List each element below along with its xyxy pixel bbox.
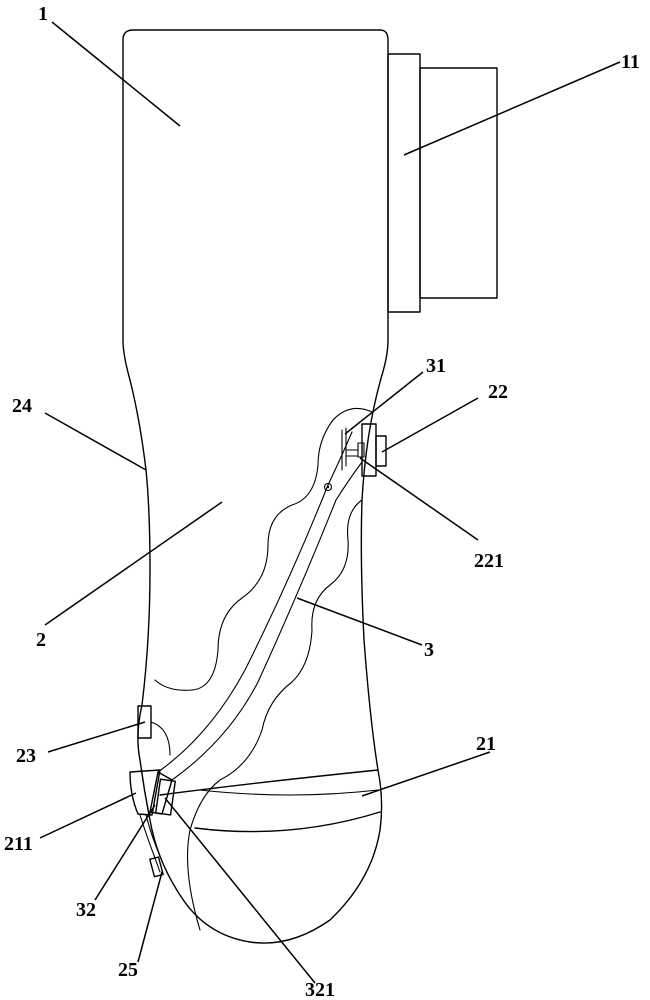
leader-321 <box>164 797 316 984</box>
leader-2 <box>44 501 223 626</box>
leader-1 <box>51 21 181 127</box>
lever-arm-inner <box>171 461 363 781</box>
label-21: 21 <box>476 733 496 755</box>
leader-21 <box>361 751 491 797</box>
label-211: 211 <box>4 833 33 855</box>
leader-32 <box>94 804 156 901</box>
label-31: 31 <box>426 355 446 377</box>
label-221: 221 <box>474 550 504 572</box>
switch-button <box>375 435 387 467</box>
band-lower-curve <box>199 789 379 796</box>
connector-inner-block <box>387 53 421 313</box>
pivot-pin <box>323 482 333 492</box>
label-24: 24 <box>12 395 32 417</box>
housing-outline <box>122 29 389 944</box>
leader-3 <box>296 597 423 646</box>
cutaway-wave-right <box>187 499 363 931</box>
label-22: 22 <box>488 381 508 403</box>
label-23: 23 <box>16 745 36 767</box>
arm-top-bracket <box>341 427 347 471</box>
band-top-edge <box>159 769 379 796</box>
leader-211 <box>39 792 137 839</box>
label-32: 32 <box>76 899 96 921</box>
leader-25 <box>137 871 163 963</box>
band-bottom-edge <box>194 811 381 833</box>
switch-link <box>345 449 359 457</box>
component-23-wire <box>150 721 171 756</box>
leader-221 <box>359 457 479 541</box>
lever-arm-outer <box>157 431 353 773</box>
leader-22 <box>381 397 479 453</box>
pivot-pin-center <box>326 485 330 489</box>
label-1: 1 <box>38 3 48 25</box>
catch-321 <box>155 778 176 816</box>
leader-24 <box>44 412 147 471</box>
label-2: 2 <box>36 629 46 651</box>
label-321: 321 <box>305 979 335 1000</box>
leader-11 <box>403 61 621 156</box>
cutaway-wave-left <box>154 407 373 691</box>
leader-23 <box>47 721 146 753</box>
switch-contact <box>357 442 365 458</box>
label-3: 3 <box>424 639 434 661</box>
label-25: 25 <box>118 959 138 981</box>
label-11: 11 <box>621 51 640 73</box>
connector-outer-block <box>419 67 498 299</box>
leader-31 <box>344 371 424 435</box>
plunger-25-tip <box>149 856 164 878</box>
